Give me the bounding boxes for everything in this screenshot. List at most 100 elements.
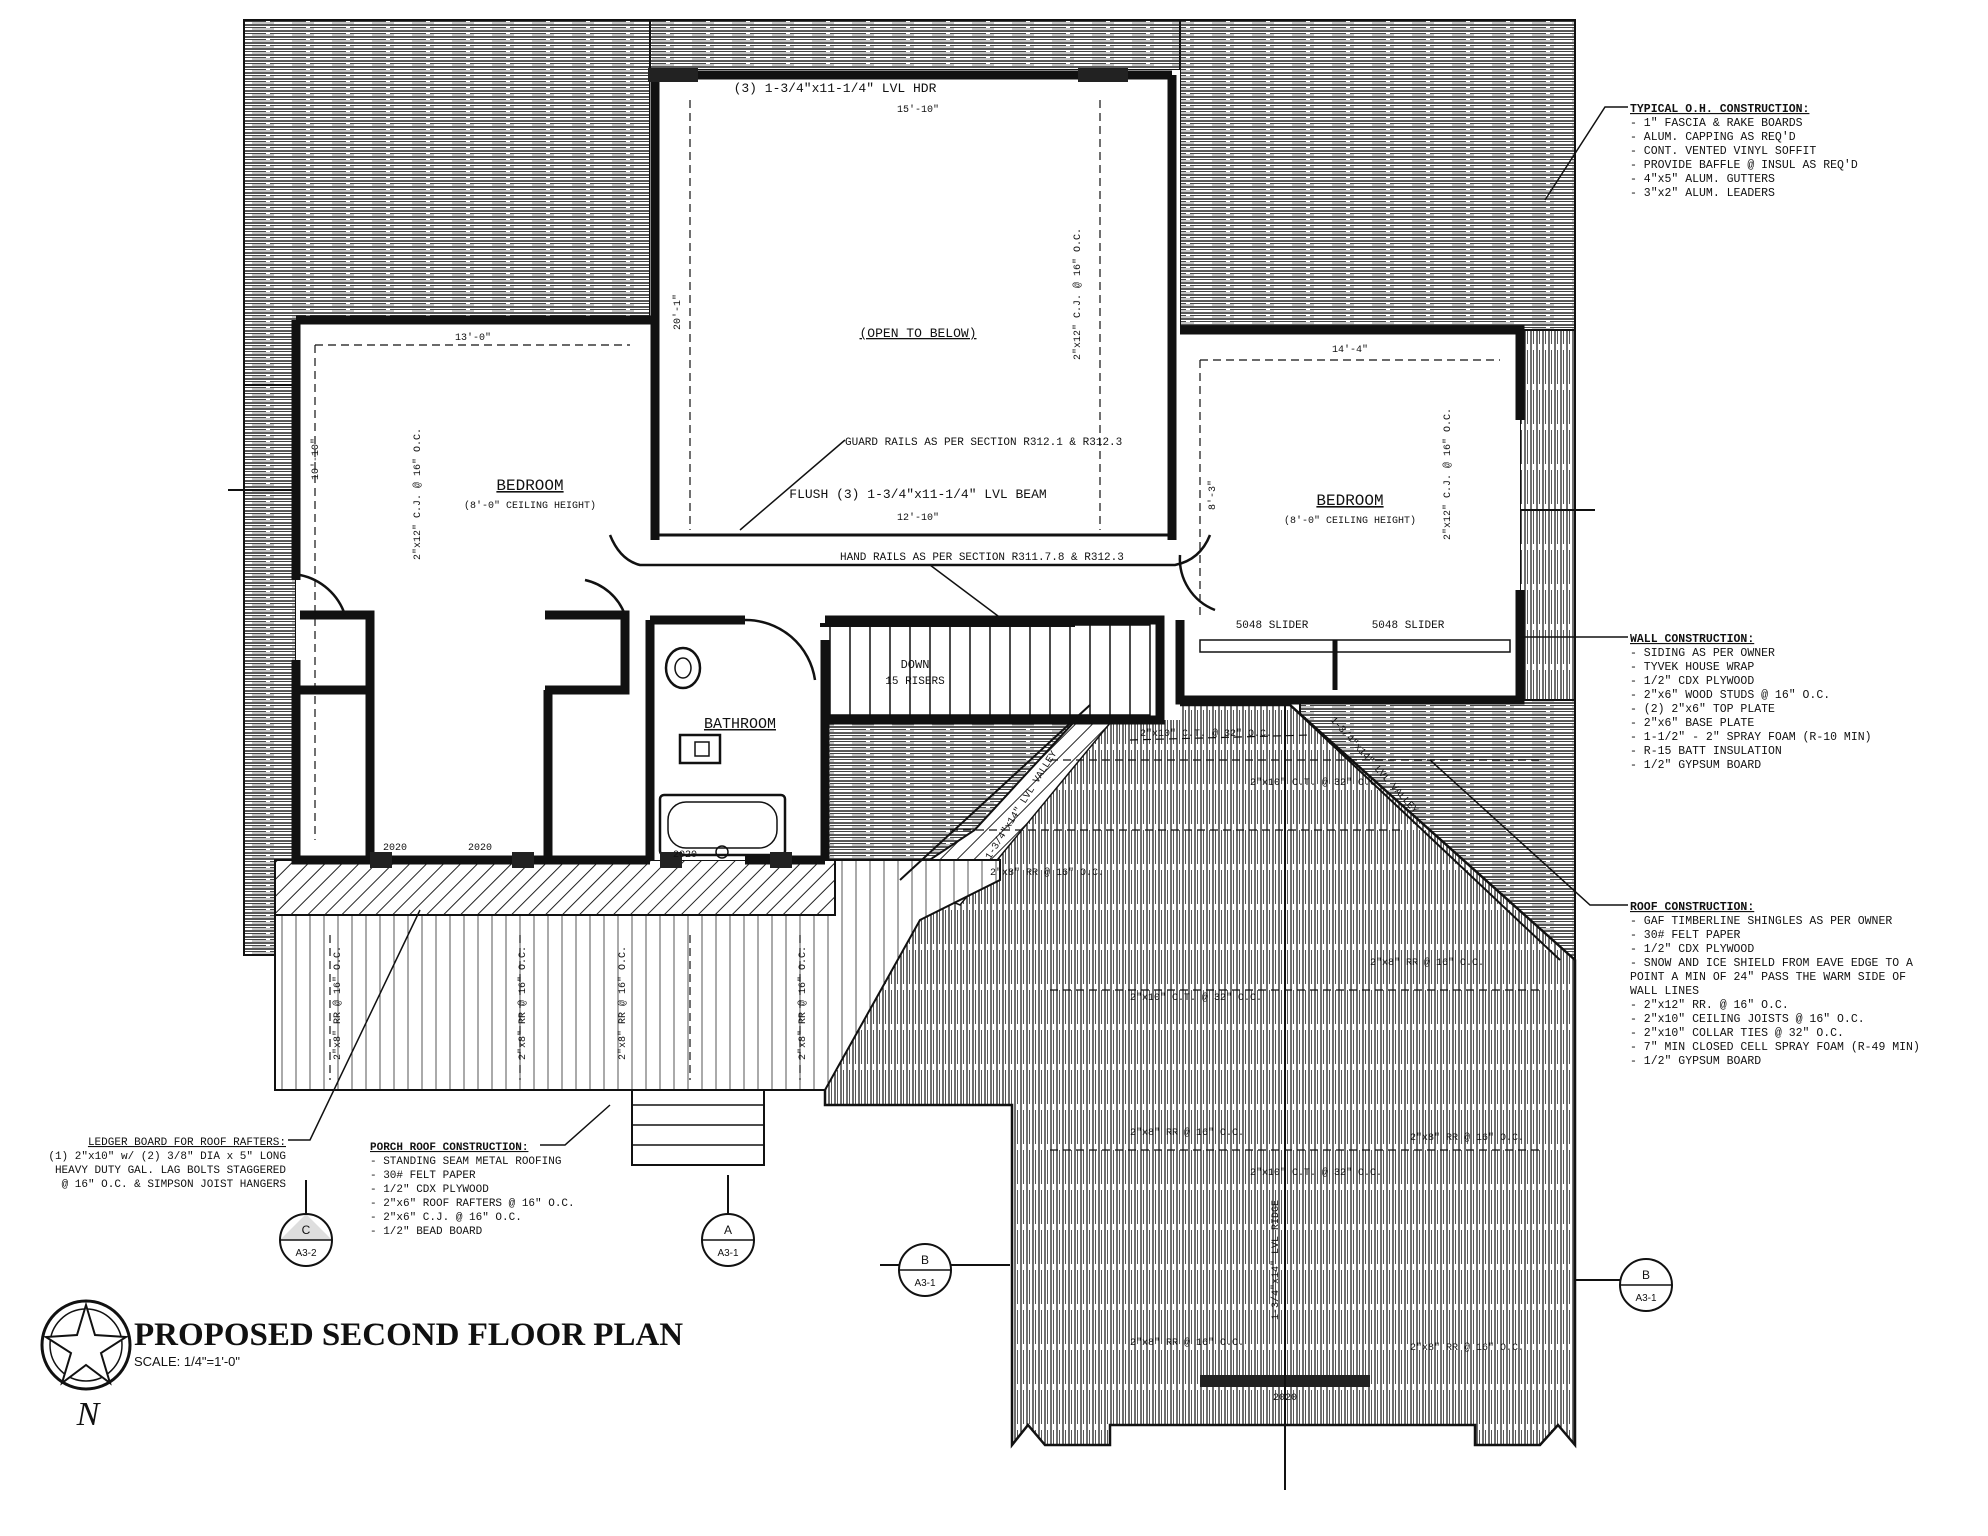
svg-text:- 2"x12" RR. @ 16" O.C.: - 2"x12" RR. @ 16" O.C. (1630, 999, 1789, 1012)
svg-text:- 3"x2" ALUM. LEADERS: - 3"x2" ALUM. LEADERS (1630, 187, 1775, 200)
label-open-to-below: (OPEN TO BELOW) (859, 326, 976, 341)
svg-text:- SNOW AND ICE SHIELD FROM EAV: - SNOW AND ICE SHIELD FROM EAVE EDGE TO … (1630, 957, 1913, 970)
valley-line-right (1289, 704, 1561, 961)
label-beam: FLUSH (3) 1-3/4"x11-1/4" LVL BEAM (789, 487, 1046, 502)
svg-text:(1) 2"x10" w/ (2) 3/8" DIA x 5: (1) 2"x10" w/ (2) 3/8" DIA x 5" LONG (48, 1151, 286, 1163)
note-typical-oh: TYPICAL O.H. CONSTRUCTION: - 1" FASCIA &… (1630, 103, 1858, 200)
label-ridge: 1-3/4"x14" LVL RIDGE (1270, 1200, 1282, 1320)
svg-text:- (2) 2"x6" TOP PLATE: - (2) 2"x6" TOP PLATE (1630, 703, 1775, 716)
svg-text:- CONT. VENTED VINYL SOFFIT: - CONT. VENTED VINYL SOFFIT (1630, 145, 1816, 158)
section-marker-c: C A3-2 (279, 1180, 333, 1267)
wall-bathroom (645, 615, 830, 865)
label-window-2020-c: 2020 (673, 850, 697, 861)
label-cj-left: 2"x12" C.J. @ 16" O.C. (412, 428, 424, 560)
wall-closets (300, 610, 630, 860)
svg-text:WALL LINES: WALL LINES (1630, 985, 1699, 998)
label-ct-2: 2"x10" C.T. @ 32" O.C. (1250, 777, 1382, 789)
svg-text:- 7" MIN CLOSED CELL SPRAY FOA: - 7" MIN CLOSED CELL SPRAY FOAM (R-49 MI… (1630, 1041, 1920, 1054)
label-header: (3) 1-3/4"x11-1/4" LVL HDR (734, 81, 937, 96)
bathroom-area (650, 620, 825, 860)
svg-text:- 2"x10" COLLAR TIES @ 32" O.C: - 2"x10" COLLAR TIES @ 32" O.C. (1630, 1027, 1844, 1040)
svg-text:- ALUM. CAPPING AS REQ'D: - ALUM. CAPPING AS REQ'D (1630, 131, 1796, 144)
landing-curve (608, 534, 1212, 567)
door-swing-right-bedroom (1178, 554, 1216, 612)
left-bedroom-name: BEDROOM (496, 477, 563, 495)
svg-text:- 1/2" BEAD BOARD: - 1/2" BEAD BOARD (370, 1226, 483, 1238)
right-bedroom-area (1180, 330, 1520, 700)
open-to-below-area (650, 70, 1180, 540)
section-marker-a: A A3-1 (701, 1175, 755, 1267)
dim-right-width: 14'-4" (1332, 344, 1368, 356)
label-ct-4: 2"x10" C.T. @ 32" O.C. (1250, 1167, 1382, 1179)
section-marker-b-right: B A3-1 (1575, 1258, 1673, 1312)
note-porch-roof: PORCH ROOF CONSTRUCTION: - STANDING SEAM… (370, 1142, 575, 1238)
svg-text:- 1/2" GYPSUM BOARD: - 1/2" GYPSUM BOARD (1630, 1055, 1761, 1068)
label-window-2020-d: 2020 (1273, 1393, 1297, 1404)
dim-left-depth: 10'-10" (310, 438, 322, 480)
section-a-sheet: A3-1 (717, 1248, 739, 1259)
roof-right-side (1519, 329, 1576, 766)
label-cj-right: 2"x12" C.J. @ 16" O.C. (1442, 408, 1454, 540)
leader-porch (540, 1104, 611, 1146)
valley-line-left (899, 704, 1091, 881)
svg-text:- 1/2" CDX PLYWOOD: - 1/2" CDX PLYWOOD (370, 1184, 489, 1196)
svg-text:LEDGER BOARD FOR ROOF RAFTERS:: LEDGER BOARD FOR ROOF RAFTERS: (88, 1137, 286, 1149)
roof-right-upper (1179, 19, 1576, 331)
svg-text:- 2"x10" CEILING JOISTS @ 16": - 2"x10" CEILING JOISTS @ 16" O.C. (1630, 1013, 1865, 1026)
svg-text:- 2"x6" WOOD STUDS @ 16" O.C.: - 2"x6" WOOD STUDS @ 16" O.C. (1630, 689, 1830, 702)
label-ct-3: 2"x10" C.T. @ 32" O.C. (1130, 992, 1262, 1004)
label-guard-rails: GUARD RAILS AS PER SECTION R312.1 & R312… (845, 437, 1122, 449)
dim-open-depth: 20'-1" (672, 294, 684, 330)
toilet-tank (678, 733, 722, 765)
note-ledger: LEDGER BOARD FOR ROOF RAFTERS: (1) 2"x10… (48, 1137, 286, 1191)
door-swing-closet-right (584, 578, 627, 616)
svg-text:- TYVEK HOUSE WRAP: - TYVEK HOUSE WRAP (1630, 661, 1754, 674)
bathtub (658, 793, 787, 857)
section-c-letter: C (302, 1223, 311, 1237)
svg-text:POINT A MIN OF 24" PASS THE WA: POINT A MIN OF 24" PASS THE WARM SIDE OF (1630, 971, 1906, 984)
svg-text:- SIDING AS PER OWNER: - SIDING AS PER OWNER (1630, 647, 1775, 660)
section-b-left-letter: B (921, 1253, 929, 1267)
label-rr-porch-2: 2"x8" RR @ 16" O.C. (517, 946, 529, 1060)
label-window-2020-b: 2020 (468, 843, 492, 854)
north-arrow-icon (40, 1299, 132, 1391)
svg-text:- 2"x6" BASE PLATE: - 2"x6" BASE PLATE (1630, 717, 1754, 730)
stair-treads (820, 623, 1151, 716)
dim-right-depth: 8'-3" (1207, 480, 1219, 510)
section-b-left-sheet: A3-1 (914, 1278, 936, 1289)
section-b-right-sheet: A3-1 (1635, 1293, 1657, 1304)
svg-text:- 2"x6" ROOF RAFTERS @ 16" O.C: - 2"x6" ROOF RAFTERS @ 16" O.C. (370, 1198, 575, 1210)
leader-oh (1544, 106, 1628, 201)
label-rr-6: 2"x8" RR @ 16" O.C. (1410, 1342, 1524, 1354)
label-rr-porch-3: 2"x8" RR @ 16" O.C. (617, 946, 629, 1060)
svg-text:PORCH ROOF CONSTRUCTION:: PORCH ROOF CONSTRUCTION: (370, 1142, 528, 1154)
plan-title: PROPOSED SECOND FLOOR PLAN (134, 1317, 683, 1353)
section-marker-b-left: B A3-1 (880, 1243, 1010, 1297)
note-wall: WALL CONSTRUCTION: - SIDING AS PER OWNER… (1630, 633, 1872, 772)
label-rr-porch-4: 2"x8" RR @ 16" O.C. (797, 946, 809, 1060)
leader-roof (1429, 759, 1628, 906)
svg-text:- 1/2" CDX PLYWOOD: - 1/2" CDX PLYWOOD (1630, 675, 1754, 688)
porch-step-lines (632, 1104, 764, 1146)
svg-text:HEAVY DUTY GAL. LAG BOLTS STAG: HEAVY DUTY GAL. LAG BOLTS STAGGERED (55, 1165, 286, 1177)
dim-open-width: 15'-10" (897, 104, 939, 116)
section-a-letter: A (724, 1223, 732, 1237)
svg-text:- GAF TIMBERLINE SHINGLES AS P: - GAF TIMBERLINE SHINGLES AS PER OWNER (1630, 915, 1892, 928)
label-window-2020-a: 2020 (383, 843, 407, 854)
wall-stair (825, 615, 1165, 725)
left-bedroom-area (296, 320, 650, 860)
svg-text:- 1/2" CDX PLYWOOD: - 1/2" CDX PLYWOOD (1630, 943, 1754, 956)
plan-scale: SCALE: 1/4"=1'-0" (134, 1354, 240, 1369)
label-slider-1: 5048 SLIDER (1236, 620, 1309, 632)
right-bedroom-ceiling: (8'-0" CEILING HEIGHT) (1284, 515, 1416, 527)
svg-text:ROOF CONSTRUCTION:: ROOF CONSTRUCTION: (1630, 901, 1754, 914)
label-rr-2: 2"x8" RR @ 16" O.C. (1370, 957, 1484, 969)
stair-down: DOWN (901, 658, 930, 672)
label-cj-open: 2"x12" C.J. @ 16" O.C. (1072, 228, 1084, 360)
left-bedroom-ceiling: (8'-0" CEILING HEIGHT) (464, 500, 596, 512)
svg-text:- 1/2" GYPSUM BOARD: - 1/2" GYPSUM BOARD (1630, 759, 1761, 772)
section-c-sheet: A3-2 (295, 1248, 317, 1259)
wall-left-bedroom (291, 315, 655, 865)
door-swing-bathroom (744, 618, 817, 681)
svg-text:- 30# FELT PAPER: - 30# FELT PAPER (1630, 929, 1741, 942)
